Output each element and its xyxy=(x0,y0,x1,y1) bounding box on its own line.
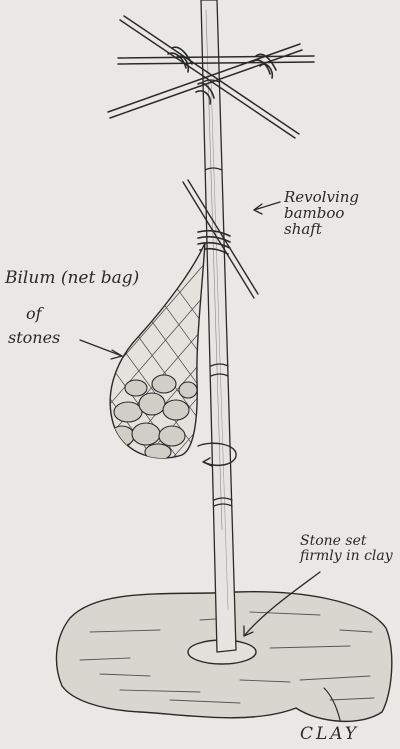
clay-label: CLAY xyxy=(300,726,359,744)
stones-label: stones xyxy=(8,330,60,347)
bamboo-shaft xyxy=(201,0,236,652)
shaft-label: Revolving bamboo shaft xyxy=(284,190,359,237)
stone-set-label-line-1: Stone set xyxy=(300,534,393,549)
arrow-icon-shaft xyxy=(254,202,280,214)
stone-set-label-line-2: firmly in clay xyxy=(300,549,393,564)
shaft-label-line-3: shaft xyxy=(284,222,359,238)
arrow-icon-stones xyxy=(80,340,122,359)
stone-set-label: Stone set firmly in clay xyxy=(300,534,393,563)
of-label: of xyxy=(26,306,42,323)
bilum-label: Bilum (net bag) xyxy=(5,270,139,288)
